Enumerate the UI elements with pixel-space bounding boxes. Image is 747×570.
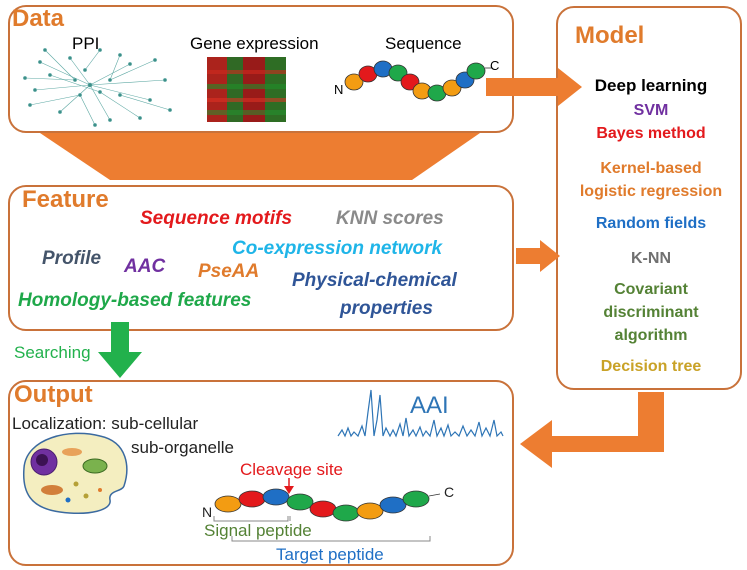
gene-expression-heatmap <box>207 57 286 122</box>
feature-profile: Profile <box>42 248 102 269</box>
cleavage-arrow <box>284 478 294 494</box>
sequence-n-label: N <box>334 82 344 97</box>
signal-peptide-label: Signal peptide <box>204 521 312 540</box>
model-covariant: Covariant <box>614 281 688 298</box>
searching-label: Searching <box>14 343 91 362</box>
funnel-arrow <box>40 133 480 180</box>
model-algorithm: algorithm <box>614 327 688 344</box>
model-title: Model <box>575 22 645 49</box>
feature-physical-chemical: Physical-chemical <box>292 270 457 291</box>
target-peptide-label: Target peptide <box>276 545 384 564</box>
model-random-fields: Random fields <box>595 215 707 232</box>
feature-pseaa: PseAA <box>198 261 260 282</box>
localization-label: Localization: sub-cellular <box>12 414 199 433</box>
cleavage-site-label: Cleavage site <box>240 460 344 479</box>
model-box <box>556 6 742 390</box>
ppi-label: PPI <box>72 34 100 53</box>
gene-expression-label: Gene expression <box>190 34 319 53</box>
model-logistic-regression: logistic regression <box>579 183 723 200</box>
feature-box <box>8 185 514 331</box>
feature-title: Feature <box>22 186 109 213</box>
output-seq-c-label: C <box>444 484 455 500</box>
feature-sequence-motifs: Sequence motifs <box>140 208 293 229</box>
feature-properties: properties <box>340 298 433 319</box>
output-title: Output <box>14 381 93 408</box>
model-discriminant: discriminant <box>603 304 699 321</box>
output-sequence-beads <box>214 488 441 522</box>
peptide-brackets <box>213 516 431 542</box>
feature-co-expression: Co-expression network <box>232 238 443 259</box>
arrow-data-to-model <box>486 68 582 106</box>
arrow-searching <box>98 322 142 378</box>
arrow-feature-to-model <box>516 240 560 272</box>
data-title: Data <box>12 5 65 32</box>
sequence-beads <box>344 60 492 102</box>
arrow-model-to-output <box>520 392 664 468</box>
ppi-network-graphic <box>23 48 172 127</box>
model-svm: SVM <box>633 102 669 119</box>
feature-knn-scores: KNN scores <box>336 208 444 229</box>
sequence-c-label: C <box>490 58 500 73</box>
feature-homology: Homology-based features <box>18 290 252 311</box>
model-knn: K-NN <box>631 250 671 267</box>
output-seq-n-label: N <box>202 504 213 520</box>
model-decision-tree: Decision tree <box>600 358 702 375</box>
sub-organelle-label: sub-organelle <box>131 438 235 457</box>
model-deep-learning: Deep learning <box>594 76 708 95</box>
cell-graphic <box>22 432 128 514</box>
feature-aac: AAC <box>124 256 166 277</box>
aai-spectrum-graphic <box>337 389 504 438</box>
aai-label: AAI <box>410 392 449 419</box>
model-kernel-based: Kernel-based <box>600 160 702 177</box>
model-bayes: Bayes method <box>596 125 706 142</box>
sequence-label: Sequence <box>385 34 462 53</box>
